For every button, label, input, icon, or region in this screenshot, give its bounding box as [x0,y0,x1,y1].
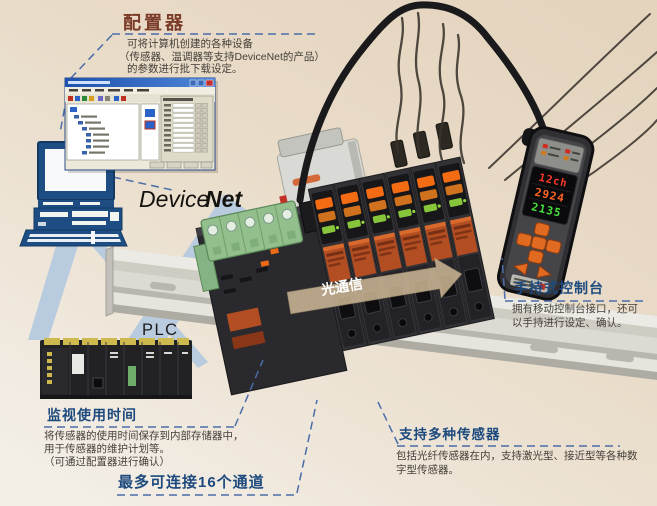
console-buttons [512,222,562,279]
configurator-desc-line1: 可将计算机创建的各种设备 [127,38,253,50]
configurator-desc-line3: 的参数进行批下载设定。 [127,63,243,75]
devicenet-label-regular: Device [139,186,209,212]
monitor-time-title: 监视使用时间 [47,407,137,423]
devicenet-label-bold: Net [205,186,243,212]
green-terminal-block [193,195,304,293]
configurator-software-window [64,77,218,173]
console-cable [296,1,547,204]
configurator-pointer-line [59,34,173,191]
handheld-console: 12ch 2924 2135 [496,126,595,301]
monitor-time-desc-line1: 将传感器的使用时间保存到内部存储器中， [44,430,244,442]
multi-sensor-desc-line1: 包括光纤传感器在内，支持激光型、接近型等各种数 [396,450,638,462]
optical-comm-label: 光通信 [319,275,364,298]
monitor-time-desc-line3: （可通过配置器进行确认） [44,456,170,468]
configurator-desc-line2: （传感器、温调器等支持DeviceNet的产品） [119,50,325,63]
console-display [521,166,578,225]
callout-dash-lines [44,33,648,496]
multi-sensor-title: 支持多种传感器 [399,427,501,442]
channels-title: 最多可连接16个通道 [118,474,265,491]
multi-sensor-description: 包括光纤传感器在内，支持激光型、接近型等各种数 字型传感器。 [396,450,638,477]
handheld-description: 拥有移动控制台接口，还可 以手持进行设定、确认。 [512,303,638,330]
configurator-description: 可将计算机创建的各种设备 （传感器、温调器等支持DeviceNet的产品） 的参… [119,38,325,76]
amplifier-units [307,156,495,352]
monitor-time-description: 将传感器的使用时间保存到内部存储器中， 用于传感器的维护计划等。 （可通过配置器… [44,430,244,469]
monitor-time-desc-line2: 用于传感器的维护计划等。 [44,443,170,455]
plc-label: PLC [142,321,179,339]
handheld-desc-line1: 拥有移动控制台接口，还可 [512,303,638,315]
configurator-title: 配置器 [123,13,186,33]
plc-device [40,338,192,399]
optical-comm-arrow: 光通信 [286,257,463,315]
handheld-title: 手持式控制台 [514,280,604,296]
multi-sensor-desc-line2: 字型传感器。 [396,463,459,476]
sensor-amplifier-block [193,121,495,396]
handheld-desc-line2: 以手持进行设定、确认。 [512,316,628,329]
